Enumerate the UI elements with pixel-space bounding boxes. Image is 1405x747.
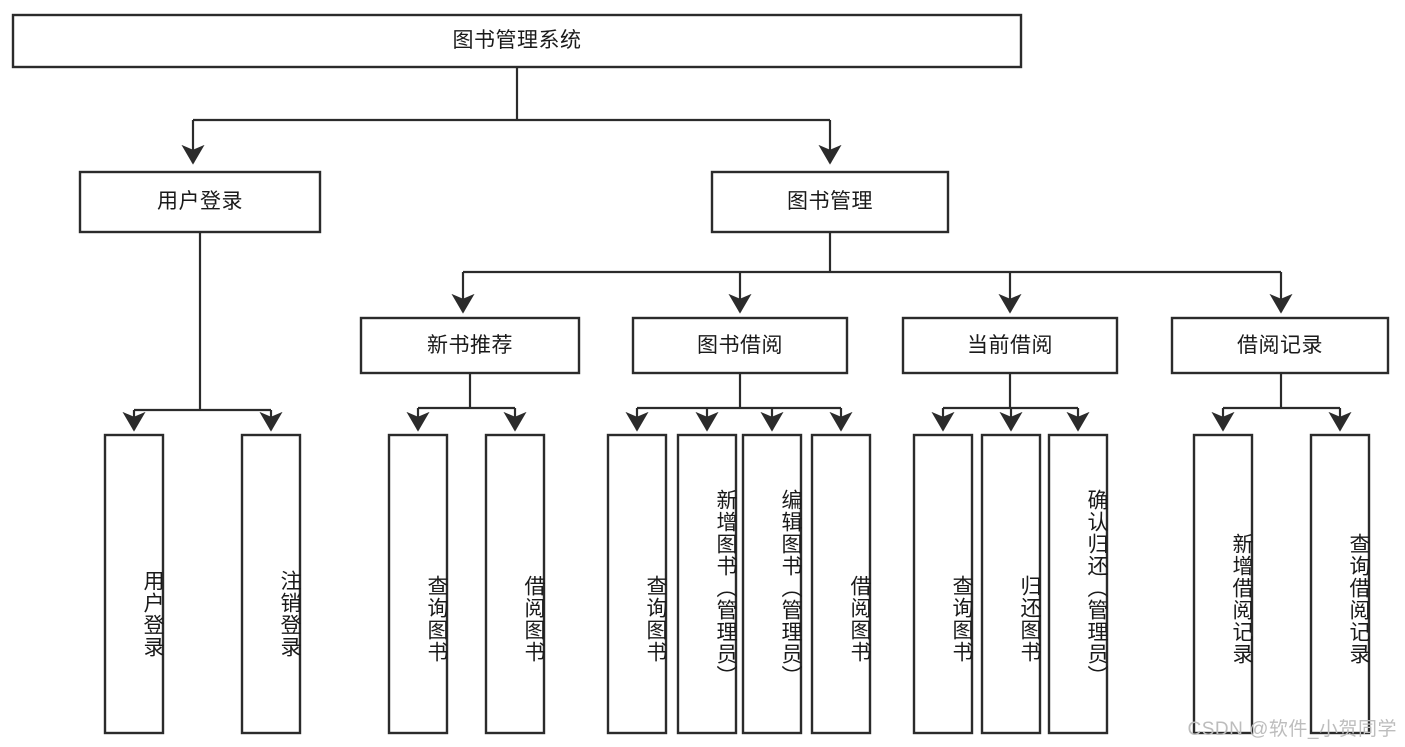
node-leaf-borrow-book-1-box[interactable]	[484, 433, 546, 735]
node-leaf-query-book-3-box[interactable]	[912, 433, 974, 735]
node-leaf-query-book-1-box[interactable]	[387, 433, 449, 735]
node-leaf-query-record-box[interactable]	[1309, 433, 1371, 735]
node-user-login-box[interactable]	[78, 170, 322, 234]
node-root-box[interactable]	[11, 13, 1023, 69]
node-leaf-add-record-box[interactable]	[1192, 433, 1254, 735]
node-leaf-query-book-2-box[interactable]	[606, 433, 668, 735]
node-book-borrow-box[interactable]	[631, 316, 849, 375]
node-leaf-confirm-return-box[interactable]	[1047, 433, 1109, 735]
node-current-borrow-box[interactable]	[901, 316, 1119, 375]
node-new-book-recommend-box[interactable]	[359, 316, 581, 375]
node-leaf-edit-book-box[interactable]	[741, 433, 803, 735]
node-leaf-return-book-box[interactable]	[980, 433, 1042, 735]
node-leaf-borrow-book-2-box[interactable]	[810, 433, 872, 735]
node-leaf-logout-login-box[interactable]	[240, 433, 302, 735]
node-borrow-record-box[interactable]	[1170, 316, 1390, 375]
node-leaf-user-login-box[interactable]	[103, 433, 165, 735]
node-leaf-add-book-box[interactable]	[676, 433, 738, 735]
node-book-manage-box[interactable]	[710, 170, 950, 234]
